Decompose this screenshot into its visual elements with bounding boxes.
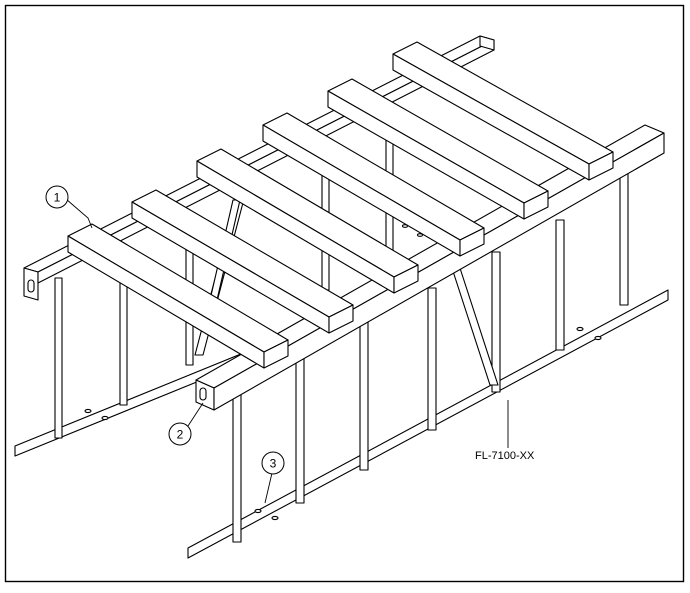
- slat-4: [262, 112, 485, 257]
- leader-lines: [65, 198, 509, 504]
- right-legs: [232, 169, 629, 543]
- rail-holes: [401, 224, 424, 237]
- slat-6: [392, 41, 614, 181]
- callout-2-label: 2: [177, 428, 184, 442]
- callout-2: 2: [168, 422, 192, 446]
- slat-5: [327, 78, 549, 220]
- callout-1: 1: [45, 185, 69, 209]
- slat-3: [196, 148, 419, 294]
- cross-slats: [67, 41, 614, 369]
- callout-3-label: 3: [270, 457, 277, 471]
- part-number-label: FL-7100-XX: [475, 450, 535, 462]
- callout-3: 3: [261, 451, 285, 475]
- callout-1-label: 1: [54, 191, 61, 205]
- slat-2: [131, 189, 354, 334]
- rack-assembly: [14, 35, 669, 559]
- slat-1: [67, 223, 289, 369]
